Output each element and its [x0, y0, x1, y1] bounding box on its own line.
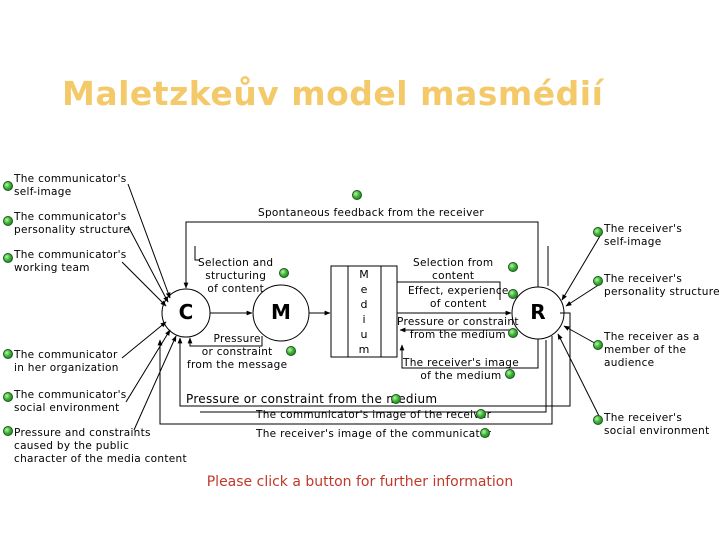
info-button-comm-personality[interactable] — [3, 216, 13, 226]
info-button-feedback[interactable] — [352, 190, 362, 200]
arrow-comm-personality — [127, 225, 169, 303]
node-r-label: R — [530, 300, 546, 324]
medium-letter: m — [358, 343, 370, 356]
page-title: Maletzkeův model masmédií — [62, 74, 604, 113]
info-button-selection-from-content[interactable] — [508, 262, 518, 272]
info-button-effect-experience[interactable] — [508, 289, 518, 299]
label-receiver-image-comm: The receiver's image of the communicator — [256, 428, 492, 440]
arrow-recv-personality — [565, 283, 601, 307]
arrow-public-pressure — [133, 335, 177, 431]
info-button-comm-self-image[interactable] — [3, 181, 13, 191]
arrow-comm-self-image — [127, 183, 171, 299]
info-button-recv-audience[interactable] — [593, 340, 603, 350]
info-button-receiver-image-comm[interactable] — [480, 428, 490, 438]
info-button-recv-self-image[interactable] — [593, 227, 603, 237]
medium-letter: i — [362, 313, 366, 326]
arrow-recv-social-env — [557, 333, 601, 419]
arrow-receiver-image-medium — [399, 339, 539, 369]
info-button-receiver-image-medium[interactable] — [505, 369, 515, 379]
info-button-comm-social-env[interactable] — [3, 392, 13, 402]
medium-letter: M — [359, 268, 369, 281]
arrow-pressure-medium-outer — [177, 312, 571, 407]
info-button-public-pressure[interactable] — [3, 426, 13, 436]
label-feedback: Spontaneous feedback from the receiver — [258, 207, 484, 219]
info-button-pressure-medium-inner[interactable] — [508, 328, 518, 338]
medium-letter: d — [360, 298, 368, 311]
arrow-receiver-image-comm — [157, 336, 553, 425]
info-button-comm-organization[interactable] — [3, 349, 13, 359]
medium-box — [330, 265, 398, 358]
arrow-pressure-message — [187, 336, 263, 347]
info-button-recv-personality[interactable] — [593, 276, 603, 286]
info-button-comm-working-team[interactable] — [3, 253, 13, 263]
node-m-label: M — [271, 300, 291, 324]
medium-letter: e — [360, 283, 368, 296]
node-c-label: C — [178, 300, 194, 324]
arrow-recv-self-image — [561, 235, 601, 301]
info-button-comm-image-receiver[interactable] — [476, 409, 486, 419]
label-comm-image-receiver: The communicator's image of the receiver — [256, 409, 492, 421]
footer-instruction: Please click a button for further inform… — [0, 474, 720, 490]
arrow-comm-social-env — [125, 329, 171, 403]
info-button-recv-social-env[interactable] — [593, 415, 603, 425]
arrow-comm-working-team — [121, 261, 167, 307]
info-button-selection-structuring[interactable] — [279, 268, 289, 278]
feedback-line — [342, 221, 539, 287]
arrow-comm-organization — [121, 321, 167, 359]
info-button-pressure-medium-outer[interactable] — [391, 394, 401, 404]
label-pressure-medium-outer: Pressure or constraint from the medium — [186, 392, 438, 406]
medium-letter: u — [360, 328, 368, 341]
info-button-pressure-message[interactable] — [286, 346, 296, 356]
footer-text: Please click a button for further inform… — [206, 474, 514, 490]
